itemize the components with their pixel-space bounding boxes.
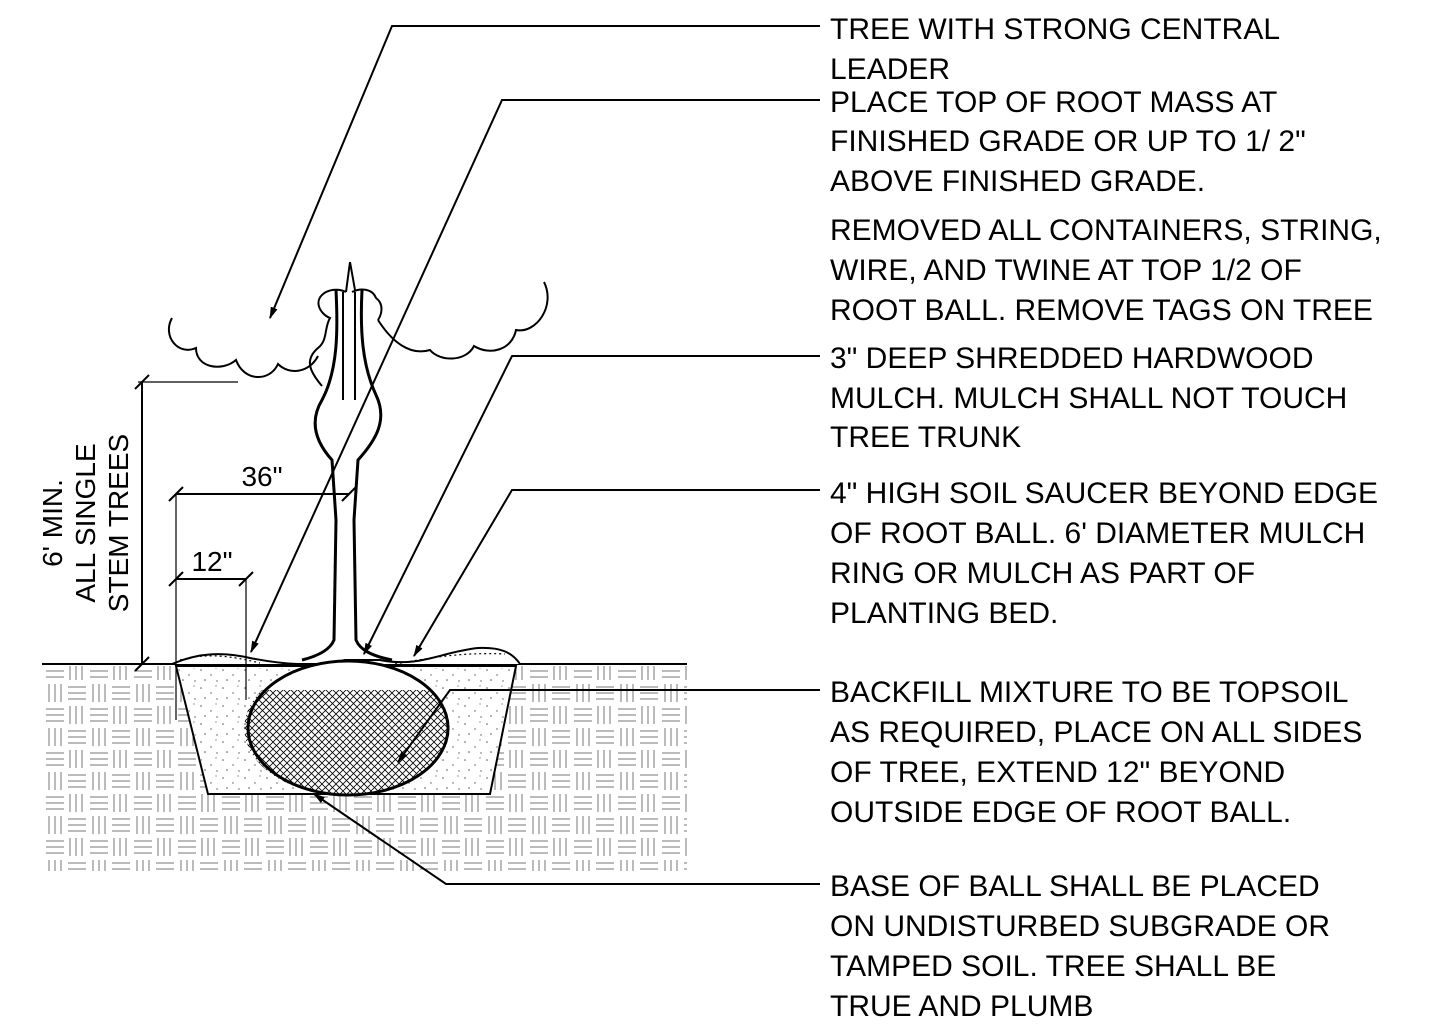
canopy-right: [377, 281, 549, 360]
trunk-right-edge: [352, 289, 393, 662]
note-line: ROOT BALL. REMOVE TAGS ON TREE: [830, 294, 1373, 327]
note-backfill: BACKFILL MIXTURE TO BE TOPSOIL AS REQUIR…: [830, 676, 1362, 829]
note-line: FINISHED GRADE OR UP TO 1/ 2": [830, 125, 1306, 158]
note-line: BASE OF BALL SHALL BE PLACED: [830, 870, 1320, 903]
canopy-center-left: [308, 288, 347, 387]
height-label-line-2: ALL SINGLE: [70, 443, 101, 602]
note-line: TRUE AND PLUMB: [830, 990, 1093, 1023]
leader-backfill: [397, 689, 820, 763]
dim-36-tick-right: [341, 486, 357, 502]
note-line: PLANTING BED.: [830, 597, 1058, 630]
dim-36-label: 36": [241, 461, 282, 492]
note-line: AS REQUIRED, PLACE ON ALL SIDES: [830, 716, 1362, 749]
leader-root-mass: [250, 99, 820, 654]
dim-12-tick-left: [168, 571, 184, 587]
dim-12-label: 12": [191, 546, 232, 577]
height-tick-top: [134, 374, 150, 390]
note-line: ABOVE FINISHED GRADE.: [830, 165, 1205, 198]
note-line: OF TREE, EXTEND 12" BEYOND: [830, 756, 1285, 789]
note-line: ON UNDISTURBED SUBGRADE OR: [830, 910, 1330, 943]
root-ball-hatch: [244, 690, 450, 796]
height-label-line-1: 6' MIN.: [37, 479, 68, 567]
note-line: WIRE, AND TWINE AT TOP 1/2 OF: [830, 254, 1302, 287]
canopy-left: [167, 317, 319, 378]
note-line: TREE TRUNK: [830, 421, 1021, 454]
leader-mulch: [363, 355, 820, 656]
note-line: 4" HIGH SOIL SAUCER BEYOND EDGE: [830, 477, 1378, 510]
note-line: OUTSIDE EDGE OF ROOT BALL.: [830, 796, 1291, 829]
note-line: BACKFILL MIXTURE TO BE TOPSOIL: [830, 676, 1349, 709]
note-mulch: 3" DEEP SHREDDED HARDWOOD MULCH. MULCH S…: [830, 342, 1347, 454]
note-line: TAMPED SOIL. TREE SHALL BE: [830, 950, 1276, 983]
height-dimension-label: 6' MIN. ALL SINGLE STEM TREES: [37, 434, 134, 612]
leader-soil-saucer: [413, 489, 820, 658]
trunk-left-edge: [301, 289, 339, 662]
note-line: PLACE TOP OF ROOT MASS AT: [830, 86, 1277, 119]
note-soil-saucer: 4" HIGH SOIL SAUCER BEYOND EDGE OF ROOT …: [830, 477, 1378, 630]
note-line: REMOVED ALL CONTAINERS, STRING,: [830, 214, 1382, 247]
note-line: OF ROOT BALL. 6' DIAMETER MULCH: [830, 517, 1365, 550]
mulch-texture: [179, 653, 506, 665]
leader-tip: [345, 261, 356, 293]
note-line: LEADER: [830, 53, 950, 86]
leader-central-leader: [269, 25, 820, 320]
note-central-leader: TREE WITH STRONG CENTRAL LEADER: [830, 13, 1280, 86]
note-line: RING OR MULCH AS PART OF: [830, 557, 1255, 590]
leader-base-of-ball: [313, 793, 820, 885]
note-line: TREE WITH STRONG CENTRAL: [830, 13, 1280, 46]
canopy-center-right: [351, 288, 383, 321]
height-tick-bottom: [134, 656, 150, 672]
note-base-of-ball: BASE OF BALL SHALL BE PLACED ON UNDISTUR…: [830, 870, 1330, 1023]
note-root-mass: PLACE TOP OF ROOT MASS AT FINISHED GRADE…: [830, 86, 1306, 198]
trunk-leader-lines: [342, 292, 356, 400]
note-line: MULCH. MULCH SHALL NOT TOUCH: [830, 382, 1347, 415]
height-label-line-3: STEM TREES: [103, 434, 134, 612]
note-line: 3" DEEP SHREDDED HARDWOOD: [830, 342, 1314, 375]
note-remove-containers: REMOVED ALL CONTAINERS, STRING, WIRE, AN…: [830, 214, 1382, 327]
